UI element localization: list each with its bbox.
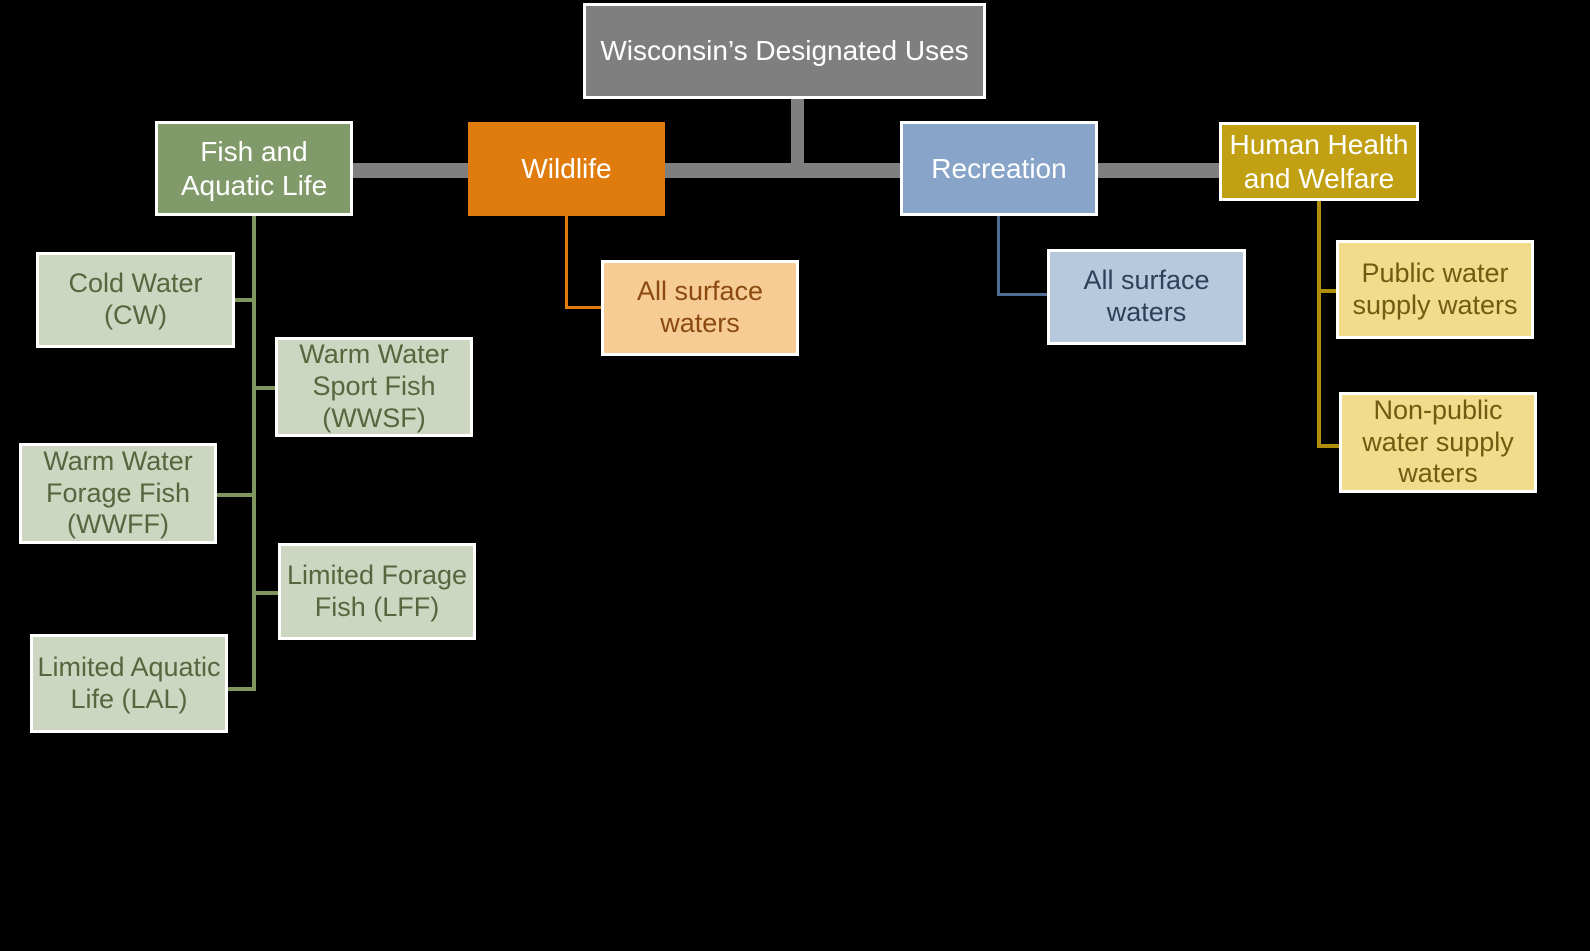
node-leaf-wildlife-all-surface-waters[interactable]: All surface waters — [601, 260, 799, 356]
connector-human-stub-nonpublic — [1317, 444, 1342, 448]
node-leaf-warm-water-sport-fish[interactable]: Warm Water Sport Fish (WWSF) — [275, 337, 473, 437]
node-leaf-limited-aquatic-life[interactable]: Limited Aquatic Life (LAL) — [30, 634, 228, 733]
connector-recreation-vertical — [997, 214, 1000, 296]
connector-human-stub-public — [1317, 289, 1339, 293]
connector-human-spine — [1317, 200, 1321, 448]
node-leaf-public-water-supply-waters[interactable]: Public water supply waters — [1336, 240, 1534, 339]
connector-category-spine-mid — [664, 163, 902, 178]
connector-fish-stub-lal — [228, 687, 254, 691]
connector-fish-stub-wwsf — [254, 386, 277, 390]
node-category-wildlife[interactable]: Wildlife — [468, 122, 665, 216]
node-category-recreation[interactable]: Recreation — [900, 121, 1098, 216]
node-leaf-cold-water[interactable]: Cold Water (CW) — [36, 252, 235, 348]
node-root-wisconsin-designated-uses[interactable]: Wisconsin’s Designated Uses — [583, 3, 986, 99]
connector-category-spine-left — [352, 163, 469, 178]
node-leaf-non-public-water-supply-waters[interactable]: Non-public water supply waters — [1339, 392, 1537, 493]
connector-fish-spine — [252, 214, 256, 691]
connector-fish-stub-lff — [254, 591, 280, 595]
connector-recreation-horizontal — [997, 293, 1049, 296]
connector-wildlife-vertical — [565, 216, 568, 309]
node-leaf-recreation-all-surface-waters[interactable]: All surface waters — [1047, 249, 1246, 345]
connector-root-stem — [791, 99, 804, 167]
node-category-fish-and-aquatic-life[interactable]: Fish and Aquatic Life — [155, 121, 353, 216]
connector-wildlife-horizontal — [565, 306, 603, 309]
connector-category-spine-right — [1098, 163, 1221, 178]
connector-fish-stub-cold-water — [233, 298, 254, 302]
node-category-human-health-and-welfare[interactable]: Human Health and Welfare — [1219, 122, 1419, 201]
node-leaf-limited-forage-fish[interactable]: Limited Forage Fish (LFF) — [278, 543, 476, 640]
node-leaf-warm-water-forage-fish[interactable]: Warm Water Forage Fish (WWFF) — [19, 443, 217, 544]
connector-fish-stub-wwff — [215, 493, 254, 497]
